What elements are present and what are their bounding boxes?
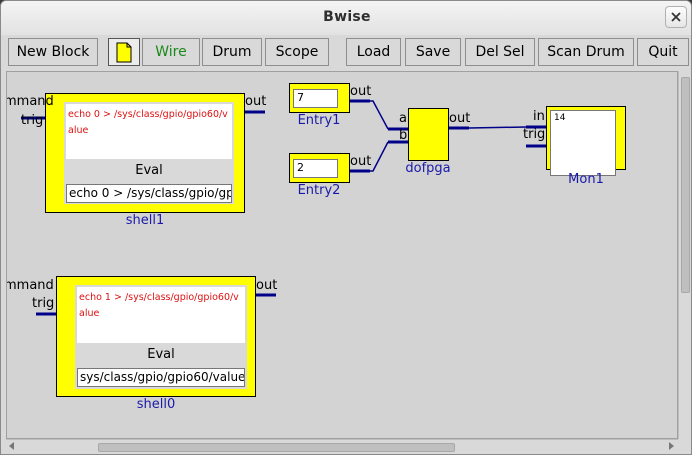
shell1-command-input[interactable]: echo 0 > /sys/class/gpio/gp	[66, 184, 232, 203]
scroll-right-arrow-icon[interactable]	[667, 441, 675, 451]
entry1-out-label: out	[350, 84, 372, 99]
quit-button[interactable]: Quit	[637, 38, 689, 66]
dofpga-name-label: dofpga	[405, 161, 451, 176]
entry2-input[interactable]: 2	[293, 159, 338, 178]
shell0-output-text[interactable]: echo 1 > /sys/class/gpio/gpio60/value	[77, 287, 245, 343]
scroll-corner	[678, 439, 690, 453]
shell1-command-label: mmand	[6, 94, 54, 109]
shell0-panel: echo 1 > /sys/class/gpio/gpio60/value Ev…	[75, 285, 247, 389]
shell0-command-input[interactable]: sys/class/gpio/gpio60/value	[77, 368, 245, 387]
document-icon	[116, 42, 132, 63]
shell1-panel: echo 0 > /sys/class/gpio/gpio60/value Ev…	[64, 102, 234, 204]
delete-selection-button[interactable]: Del Sel	[465, 38, 535, 66]
new-document-button[interactable]	[108, 38, 140, 66]
mon1-display: 14	[550, 110, 616, 176]
window-title: Bwise	[323, 9, 371, 25]
shell0-block[interactable]: echo 1 > /sys/class/gpio/gpio60/value Ev…	[56, 276, 256, 397]
vertical-scroll-thumb[interactable]	[681, 77, 690, 293]
shell1-block[interactable]: echo 0 > /sys/class/gpio/gpio60/value Ev…	[45, 93, 245, 213]
drum-button[interactable]: Drum	[202, 38, 262, 66]
shell1-out-label: out	[245, 94, 267, 109]
horizontal-scroll-thumb[interactable]	[98, 443, 455, 452]
shell0-out-label: out	[256, 278, 278, 293]
dofpga-block[interactable]	[408, 108, 449, 161]
close-button[interactable]	[665, 6, 687, 28]
dofpga-a-label: a	[399, 111, 407, 126]
mon1-in-label: in	[533, 109, 545, 124]
new-block-button[interactable]: New Block	[8, 38, 98, 66]
shell1-name-label: shell1	[125, 213, 165, 228]
horizontal-scrollbar[interactable]	[6, 439, 678, 453]
entry2-name-label: Entry2	[297, 183, 341, 198]
scroll-left-arrow-icon[interactable]	[8, 441, 16, 451]
vertical-scrollbar[interactable]	[678, 71, 690, 439]
shell0-trig-label: trig	[32, 296, 55, 311]
close-icon	[671, 12, 681, 22]
dofpga-out-label: out	[449, 111, 471, 126]
shell0-eval-button[interactable]: Eval	[147, 347, 175, 362]
dofpga-b-label: b	[399, 128, 408, 143]
load-button[interactable]: Load	[346, 38, 401, 66]
mon1-block[interactable]: 14	[546, 106, 626, 176]
mon1-trig-label: trig	[523, 127, 546, 142]
save-button[interactable]: Save	[405, 38, 461, 66]
wire-dofpga-to-mon1[interactable]	[468, 126, 527, 129]
shell1-eval-button[interactable]: Eval	[135, 163, 163, 178]
entry2-block[interactable]: 2	[289, 153, 350, 183]
shell1-output-text[interactable]: echo 0 > /sys/class/gpio/gpio60/value	[66, 104, 232, 159]
title-bar: Bwise	[1, 1, 691, 36]
wire-entry2-to-dofpga[interactable]	[370, 141, 389, 172]
wire-layer	[21, 99, 546, 316]
shell0-command-label: mmand	[6, 278, 54, 293]
wire-entry1-to-dofpga[interactable]	[370, 100, 389, 130]
shell1-trig-label: trig	[21, 113, 44, 128]
toolbar: New Block Wire Drum Scope Load Save Del …	[1, 35, 691, 69]
entry1-input[interactable]: 7	[293, 89, 338, 108]
scan-drum-button[interactable]: Scan Drum	[538, 38, 634, 66]
block-canvas[interactable]: echo 0 > /sys/class/gpio/gpio60/value Ev…	[6, 71, 678, 439]
shell0-name-label: shell0	[136, 397, 176, 412]
entry2-out-label: out	[350, 154, 372, 169]
entry1-name-label: Entry1	[297, 113, 341, 128]
scope-button[interactable]: Scope	[265, 38, 329, 66]
entry1-block[interactable]: 7	[289, 83, 350, 113]
mon1-name-label: Mon1	[568, 172, 604, 187]
wire-button[interactable]: Wire	[142, 38, 200, 66]
